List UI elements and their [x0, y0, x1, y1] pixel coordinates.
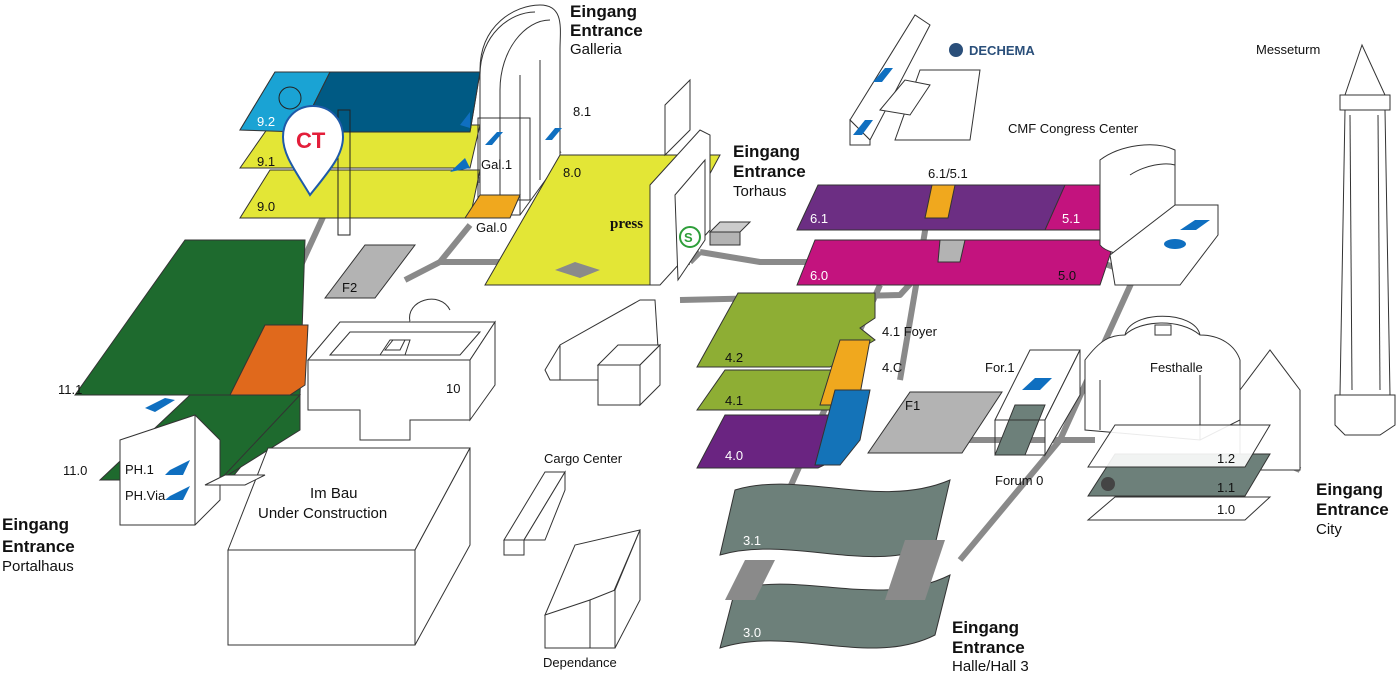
hall-1-2-label: 1.2: [1217, 451, 1235, 466]
under-construction-block[interactable]: [227, 447, 471, 646]
entrance-hall3-en: Entrance: [952, 638, 1025, 657]
hall-6-5[interactable]: [796, 184, 1121, 286]
portalhaus-building[interactable]: [119, 414, 221, 526]
under-construction-label: Under Construction: [258, 505, 387, 522]
hall-11-1-label: 11.1: [58, 382, 82, 397]
sbahn-icon[interactable]: S: [679, 226, 701, 248]
hall-9-0-label: 9.0: [257, 199, 275, 214]
entrance-city-de: Eingang: [1316, 480, 1383, 499]
hall-4-1-label: 4.1: [725, 393, 743, 408]
f2-label: F2: [342, 280, 357, 295]
hall-4-2-label: 4.2: [725, 350, 743, 365]
entrance-city-name: City: [1316, 521, 1342, 538]
foyer-4-1-label: 4.1 Foyer: [882, 324, 938, 339]
entrance-portalhaus-de: Eingang: [2, 515, 69, 534]
im-bau-label: Im Bau: [310, 485, 358, 502]
hall-8-0-label: 8.0: [563, 165, 581, 180]
ph1-label: PH.1: [125, 462, 154, 477]
entrance-hall3-de: Eingang: [952, 618, 1019, 637]
hall-4-0-label: 4.0: [725, 448, 743, 463]
messeturm[interactable]: [1334, 43, 1396, 436]
gal-0-label: Gal.0: [476, 220, 507, 235]
ct-logo-text: CT: [296, 128, 326, 153]
entrance-torhaus-de: Eingang: [733, 142, 800, 161]
cmf-congress-center[interactable]: [1099, 144, 1219, 286]
hall-8-1-label: 8.1: [573, 104, 591, 119]
galleria-building[interactable]: [464, 4, 562, 219]
entrance-galleria-en: Entrance: [570, 21, 643, 40]
hall-3-0-label: 3.0: [743, 625, 761, 640]
for1-label: For.1: [985, 360, 1015, 375]
dependance[interactable]: [544, 529, 641, 649]
phvia-label: PH.Via: [125, 488, 166, 503]
hall-5-1-label: 5.1: [1062, 211, 1080, 226]
portalhaus-passage: [204, 474, 266, 486]
hall-5-0-label: 5.0: [1058, 268, 1076, 283]
entrance-portalhaus-en: Entrance: [2, 537, 75, 556]
dechema-building[interactable]: [849, 14, 981, 146]
hall-10-label: 10: [446, 381, 460, 396]
cmf-label: CMF Congress Center: [1008, 121, 1139, 136]
entrance-galleria-name: Galleria: [570, 41, 622, 58]
hall-9-1-label: 9.1: [257, 154, 275, 169]
sbahn-icon-letter: S: [684, 230, 693, 245]
hall-6-1-5-1-label: 6.1/5.1: [928, 166, 968, 181]
entrance-portalhaus-name: Portalhaus: [2, 558, 74, 575]
entrance-galleria-de: Eingang: [570, 2, 637, 21]
hall-9[interactable]: [239, 71, 481, 236]
hall-1-1-label: 1.1: [1217, 480, 1235, 495]
festhalle-label: Festhalle: [1150, 360, 1203, 375]
hall-3[interactable]: [719, 479, 951, 649]
hall-4[interactable]: [696, 292, 876, 469]
hall-9-2-label: 9.2: [257, 114, 275, 129]
dependance-label: Dependance: [543, 655, 617, 670]
hall-6-1-label: 6.1: [810, 211, 828, 226]
entrance-torhaus-en: Entrance: [733, 162, 806, 181]
entrance-city-en: Entrance: [1316, 500, 1389, 519]
cargo-center[interactable]: [503, 470, 566, 556]
entrance-hall3-name: Halle/Hall 3: [952, 658, 1029, 674]
press-label: press: [610, 216, 643, 232]
festhalle[interactable]: [1084, 315, 1241, 441]
hall-3-1-label: 3.1: [743, 533, 761, 548]
cargo-center-label: Cargo Center: [544, 451, 623, 466]
forum-building[interactable]: [994, 349, 1081, 457]
hall-1[interactable]: [1086, 349, 1301, 521]
torhaus-annex: [596, 343, 662, 407]
hall-f2[interactable]: [323, 244, 417, 299]
hall-4c-label: 4.C: [882, 360, 902, 375]
hall-1-0-label: 1.0: [1217, 502, 1235, 517]
forum0-label: Forum 0: [995, 473, 1043, 488]
hall-f1[interactable]: [867, 391, 1003, 454]
entrance-torhaus-name: Torhaus: [733, 183, 786, 200]
gal-1-label: Gal.1: [481, 157, 512, 172]
f1-label: F1: [905, 398, 920, 413]
dechema-label: DECHEMA: [969, 43, 1035, 58]
messeturm-label: Messeturm: [1256, 42, 1320, 57]
hall-11-0-label: 11.0: [63, 463, 87, 478]
ct-logo-pin-icon[interactable]: CT: [281, 104, 345, 197]
hall-6-0-label: 6.0: [810, 268, 828, 283]
torhaus-gate: [708, 221, 752, 246]
hall-10[interactable]: [306, 298, 496, 441]
